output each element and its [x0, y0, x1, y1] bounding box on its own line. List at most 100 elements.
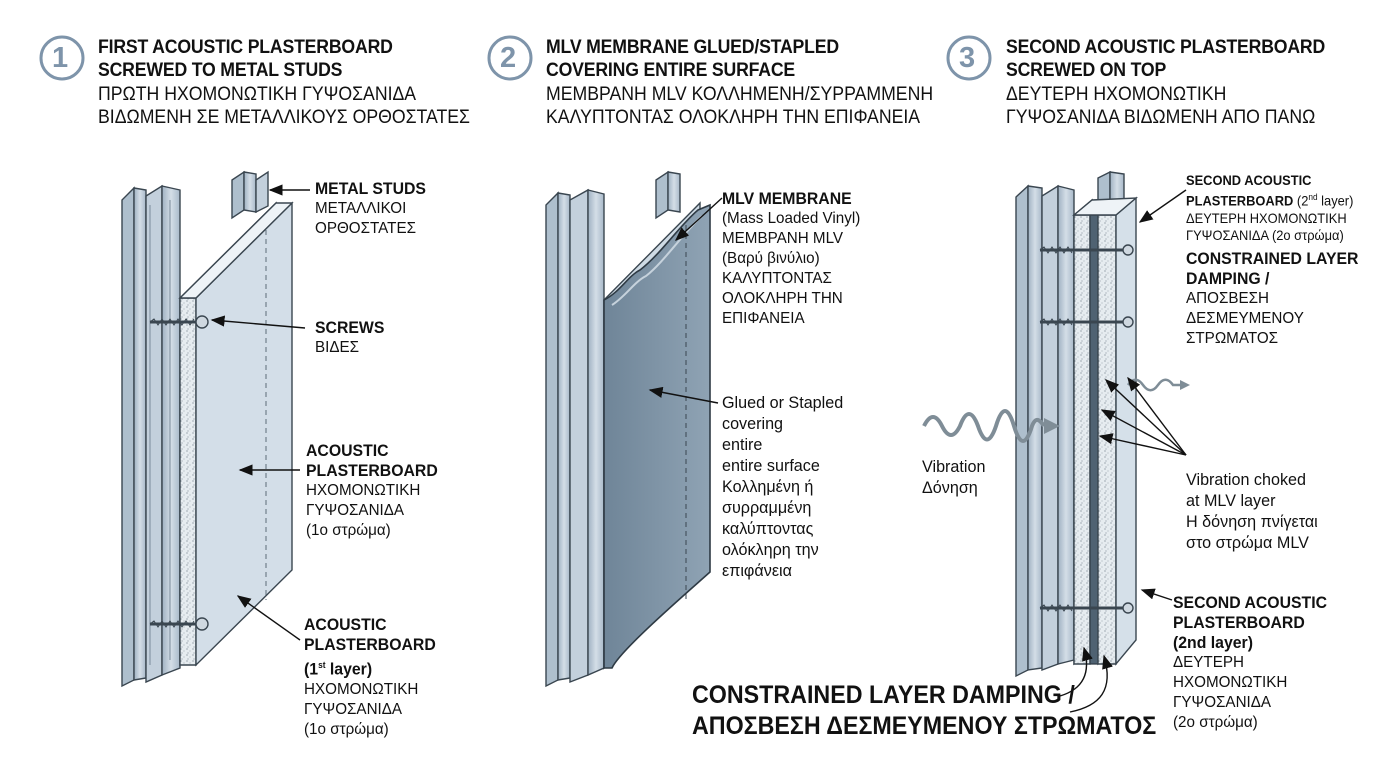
step-2-title-line-1: MLV MEMBRANE GLUED/STAPLED [546, 37, 839, 58]
step-2-number-circle [487, 35, 533, 81]
label-glued-line-8: ολόκληρη την [722, 540, 819, 559]
label-glued-line-2: covering [722, 414, 784, 433]
label-mlv-line-4: ΚΑΛΥΠΤΟΝΤΑΣ [722, 270, 832, 287]
step-1-title-line-1: FIRST ACOUSTIC PLASTERBOARD [98, 37, 393, 58]
label-choked-line-1: Vibration choked [1186, 470, 1307, 489]
label-ap-layer-title-3: (1st layer) [304, 659, 373, 679]
panel-3-screws [1039, 244, 1134, 614]
step-1-number: 1 [52, 42, 69, 74]
panel-1-metal-studs [121, 170, 269, 688]
label-glued-line-6: συρραμμένη [722, 498, 812, 517]
step-3-greek-line-2: ΓΥΨΟΣΑΝΙΔΑ ΒΙΔΩΜΕΝΗ ΑΠΟ ΠΑΝΩ [1006, 107, 1316, 128]
step-2-title-line-2: COVERING ENTIRE SURFACE [546, 60, 796, 81]
label-acoustic-plasterboard: ACOUSTIC PLASTERBOARD ΗΧΟΜΟΝΩΤΙΚΗ ΓΥΨΟΣΑ… [306, 441, 448, 541]
label-ap-layer-title-1: ACOUSTIC [304, 615, 387, 634]
label-glued-line-3: entire [722, 435, 763, 454]
label-second-bottom-greek-4: (2ο στρώμα) [1173, 714, 1258, 731]
label-second-bottom-greek-3: ΓΥΨΟΣΑΝΙΔΑ [1173, 694, 1272, 711]
label-constrained-layer-damping: CONSTRAINED LAYER DAMPING / ΑΠΟΣΒΕΣΗ ΔΕΣ… [1186, 249, 1371, 349]
label-acoustic-plasterboard-greek-1: ΗΧΟΜΟΝΩΤΙΚΗ [306, 482, 421, 499]
panel-3-layer-stack [1072, 196, 1139, 666]
label-ap-layer-greek-2: ΓΥΨΟΣΑΝΙΔΑ [304, 700, 403, 718]
label-ap-layer-greek-1: ΗΧΟΜΟΝΩΤΙΚΗ [304, 680, 419, 698]
step-3-title-line-2: SCREWED ON TOP [1006, 60, 1167, 81]
label-glued-line-9: επιφάνεια [722, 561, 792, 580]
label-acoustic-plasterboard-greek-2: ΓΥΨΟΣΑΝΙΔΑ [306, 502, 405, 519]
step-2-greek-line-1: ΜΕΜΒΡΑΝΗ MLV ΚΟΛΛΗΜΕΝΗ/ΣΥΡΡΑΜΜΕΝΗ [546, 84, 934, 105]
label-cld-title-2: DAMPING / [1186, 269, 1270, 288]
panel-2-mlv-membrane [603, 201, 711, 670]
panel-3-leader-lines [1059, 189, 1187, 713]
label-metal-studs-greek-1: ΜΕΤΑΛΛΙΚΟΙ [315, 200, 407, 217]
label-cld-greek-2: ΔΕΣΜΕΥΜΕΝΟΥ [1186, 310, 1304, 327]
label-glued-line-7: καλύπτοντας [722, 519, 814, 538]
label-mlv-line-2: ΜΕΜΒΡΑΝΗ MLV [722, 230, 844, 247]
label-second-top-title-2: PLASTERBOARD (2nd layer) [1186, 192, 1354, 209]
label-second-plasterboard-top: SECOND ACOUSTIC PLASTERBOARD (2nd layer)… [1186, 172, 1368, 244]
label-second-top-greek-1: ΔΕΥΤΕΡΗ ΗΧΟΜΟΝΩΤΙΚΗ [1186, 209, 1347, 226]
step-2-heading: MLV MEMBRANE GLUED/STAPLED COVERING ENTI… [546, 36, 962, 129]
label-choked-line-4: στο στρώμα MLV [1186, 533, 1309, 552]
label-acoustic-plasterboard-title-2: PLASTERBOARD [306, 461, 438, 480]
label-second-top-title-1: SECOND ACOUSTIC [1186, 172, 1312, 188]
step-3-greek-line-1: ΔΕΥΤΕΡΗ ΗΧΟΜΟΝΩΤΙΚΗ [1006, 84, 1227, 105]
label-choked-line-2: at MLV layer [1186, 491, 1276, 510]
step-1-greek-line-1: ΠΡΩΤΗ ΗΧΟΜΟΝΩΤΙΚΗ ΓΥΨΟΣΑΝΙΔΑ [98, 84, 417, 105]
step-3-number-circle [946, 35, 992, 81]
label-second-bottom-title-1: SECOND ACOUSTIC [1173, 593, 1328, 612]
label-second-bottom-greek-2: ΗΧΟΜΟΝΩΤΙΚΗ [1173, 674, 1288, 691]
label-second-bottom-title-2: PLASTERBOARD [1173, 613, 1305, 632]
label-second-top-greek-2: ΓΥΨΟΣΑΝΙΔΑ (2ο στρώμα) [1186, 226, 1344, 243]
label-metal-studs-title: METAL STUDS [315, 179, 426, 198]
label-mlv-line-1: (Mass Loaded Vinyl) [722, 210, 861, 227]
label-mlv-line-5: ΟΛΟΚΛΗΡΗ ΤΗΝ [722, 290, 843, 307]
panel-2-metal-studs [545, 170, 681, 688]
panel-1-plasterboard [178, 201, 294, 667]
label-glued-stapled: Glued or Stapled covering entire entire … [722, 392, 850, 581]
label-vibration-choked: Vibration choked at MLV layer Η δόνηση π… [1186, 469, 1325, 553]
label-second-bottom-title-3: (2nd layer) [1173, 633, 1253, 652]
step-2-number: 2 [500, 42, 517, 74]
big-caption-line-2: ΑΠΟΣΒΕΣΗ ΔΕΣΜΕΥΜΕΝΟΥ ΣΤΡΩΜΑΤΟΣ [692, 712, 1157, 740]
label-vibration-en: Vibration [922, 457, 986, 476]
label-glued-line-5: Κολλημένη ή [722, 477, 814, 496]
label-screws-greek: ΒΙΔΕΣ [315, 339, 360, 356]
label-mlv-title: MLV MEMBRANE [722, 189, 852, 208]
step-1-title-line-2: SCREWED TO METAL STUDS [98, 60, 343, 81]
label-mlv-line-6: ΕΠΙΦΑΝΕΙΑ [722, 310, 805, 327]
label-mlv-membrane: MLV MEMBRANE (Mass Loaded Vinyl) ΜΕΜΒΡΑΝ… [722, 189, 868, 329]
label-acoustic-plasterboard-layer: ACOUSTIC PLASTERBOARD (1st layer) ΗΧΟΜΟΝ… [304, 615, 446, 740]
label-ap-layer-greek-3: (1ο στρώμα) [304, 720, 389, 738]
step-3-title-line-1: SECOND ACOUSTIC PLASTERBOARD [1006, 37, 1326, 58]
label-metal-studs-greek-2: ΟΡΘΟΣΤΑΤΕΣ [315, 220, 416, 237]
step-1-greek-line-2: ΒΙΔΩΜΕΝΗ ΣΕ ΜΕΤΑΛΛΙΚΟΥΣ ΟΡΘΟΣΤΑΤΕΣ [98, 107, 470, 128]
vibration-wave-out [1126, 378, 1190, 392]
label-glued-line-4: entire surface [722, 456, 820, 475]
label-acoustic-plasterboard-greek-3: (1ο στρώμα) [306, 522, 391, 539]
vibration-wave-in [922, 409, 1060, 443]
step-2-greek-line-2: ΚΑΛΥΠΤΟΝΤΑΣ ΟΛΟΚΛΗΡΗ ΤΗΝ ΕΠΙΦΑΝΕΙΑ [546, 107, 921, 128]
label-choked-line-3: Η δόνηση πνίγεται [1186, 512, 1318, 531]
label-vibration-gr: Δόνηση [922, 478, 978, 497]
step-1-heading: FIRST ACOUSTIC PLASTERBOARD SCREWED TO M… [98, 36, 498, 129]
label-screws-title: SCREWS [315, 318, 385, 337]
panel-1-leader-lines [210, 184, 310, 641]
step-1-number-circle [39, 35, 85, 81]
step-3-heading: SECOND ACOUSTIC PLASTERBOARD SCREWED ON … [1006, 36, 1349, 129]
panel-1-screws [149, 315, 209, 631]
label-glued-line-1: Glued or Stapled [722, 393, 844, 412]
label-cld-greek-1: ΑΠΟΣΒΕΣΗ [1186, 290, 1269, 307]
label-acoustic-plasterboard-title-1: ACOUSTIC [306, 441, 389, 460]
big-caption-line-1: CONSTRAINED LAYER DAMPING / [692, 681, 1075, 709]
step-3-number: 3 [959, 42, 976, 74]
panel-2-leader-lines [648, 197, 723, 404]
label-ap-layer-title-2: PLASTERBOARD [304, 635, 436, 654]
label-cld-greek-3: ΣΤΡΩΜΑΤΟΣ [1186, 330, 1279, 347]
label-screws: SCREWS ΒΙΔΕΣ [315, 318, 390, 358]
big-caption: CONSTRAINED LAYER DAMPING / ΑΠΟΣΒΕΣΗ ΔΕΣ… [692, 680, 1156, 742]
label-second-plasterboard-bottom: SECOND ACOUSTIC PLASTERBOARD (2nd layer)… [1173, 593, 1339, 733]
label-vibration: Vibration Δόνηση [922, 456, 989, 498]
label-metal-studs: METAL STUDS ΜΕΤΑΛΛΙΚΟΙ ΟΡΘΟΣΤΑΤΕΣ [315, 179, 434, 239]
label-mlv-line-3: (Βαρύ βινύλιο) [722, 250, 820, 267]
